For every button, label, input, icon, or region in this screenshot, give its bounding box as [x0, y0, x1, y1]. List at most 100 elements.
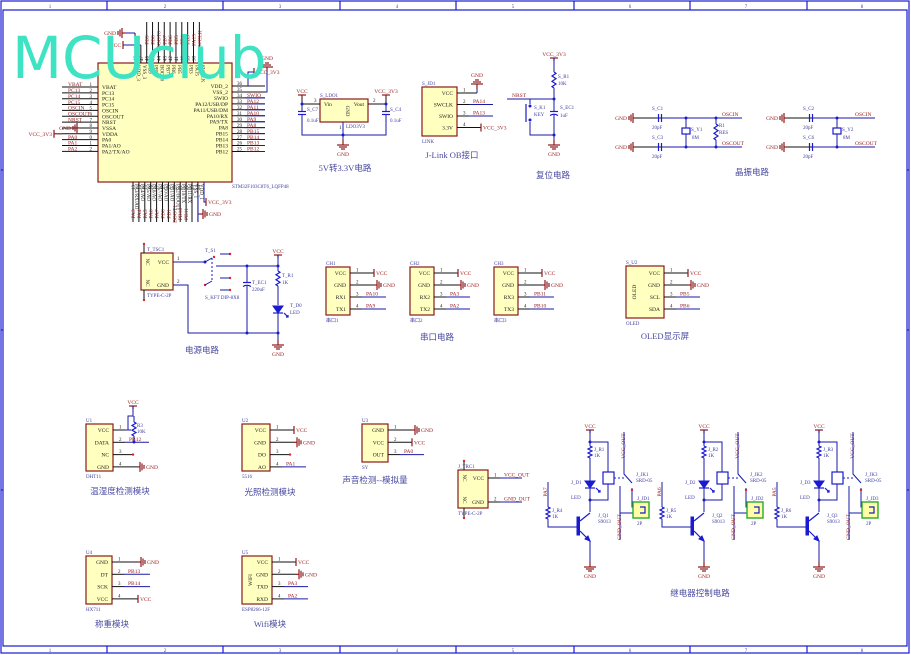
net-label: GND_OUT [617, 513, 623, 540]
net-label: GND [383, 283, 395, 289]
net-label: VCC_3V3 [208, 200, 232, 206]
wire [623, 432, 633, 484]
section-title: 温湿度检测模块 [90, 486, 150, 496]
net-label: VCC_3V3 [28, 132, 52, 138]
ldo-body [319, 98, 369, 123]
net-label: VCC [140, 597, 152, 603]
net-label: GND_OUT [731, 513, 737, 540]
wire [130, 421, 138, 437]
pin-name: Vout [354, 102, 365, 108]
component-body [241, 423, 271, 472]
part-name: LINK [422, 140, 434, 145]
pin-name: VDD_3 [135, 65, 140, 81]
pin-number: 1 [670, 269, 673, 274]
pin-number: 3 [276, 450, 279, 455]
pin-name: OUT [373, 453, 385, 459]
pin-number: 40 [181, 56, 186, 62]
net-label: PA4 [137, 209, 143, 219]
pin-name: PB0/AO [163, 184, 168, 202]
junction-dot [245, 264, 249, 268]
capacitor-ref: S_C3 [652, 136, 664, 141]
resistor-value: 1K [781, 515, 788, 520]
junction-dot [714, 116, 718, 120]
pin-number: 26 [237, 142, 243, 147]
pin-number: 2 [276, 438, 279, 443]
nc-marker [859, 488, 863, 492]
pin-number: 2 [278, 570, 281, 575]
pin-name: AO [258, 465, 266, 471]
pin-number: 3 [670, 293, 673, 298]
pin-name: RX3 [504, 295, 515, 301]
key-value: KEY [534, 113, 545, 118]
jlink-module: S_JD1LINK1VCCGND2SWCLKPA143SWIOPA1343.3V… [421, 73, 507, 160]
net-label: GND [615, 116, 627, 122]
wire [127, 406, 134, 430]
pin-number: 2 [177, 280, 180, 285]
led-value: LED [685, 496, 695, 501]
wire [286, 315, 289, 318]
wire [544, 506, 552, 520]
terminal-connector-icon [746, 501, 764, 519]
junction-dot [300, 102, 304, 106]
pin-name: 3.3V [442, 126, 453, 132]
inner-label: OLED [632, 285, 638, 300]
column-number-top: 1 [49, 5, 52, 10]
net-label: PB12 [247, 147, 259, 153]
relay-channel-2: VCCJ_R21KJ_D2LEDGNDJ_Q2S9013PA6J_R51KVCC… [657, 424, 767, 580]
pin-number: 31 [237, 112, 243, 117]
pin-name: SWCLK [199, 65, 204, 83]
resistor-value: 10K [137, 430, 146, 435]
pin-name: PA7/AO [157, 184, 162, 201]
mcu-pin: VDD_348 [134, 33, 140, 81]
net-label: PA0 [404, 449, 414, 455]
component-body [493, 266, 519, 316]
pin-name: PB12 [216, 149, 228, 155]
pin-name: GND [418, 283, 430, 289]
pin-number: 2 [356, 281, 359, 286]
pin-number: 32 [237, 106, 243, 111]
wire [700, 445, 708, 459]
ref-designator: U1 [86, 419, 93, 424]
mcu-pin: VSS_347 [140, 45, 146, 80]
pin-number: 18 [162, 185, 167, 191]
net-label: PB14 [128, 581, 140, 587]
capacitor-icon [808, 143, 814, 151]
capacitor-value: 20pF [652, 155, 663, 160]
pin-name: VCC [503, 271, 515, 277]
nc-marker [462, 516, 466, 520]
pin-number: 21 [179, 185, 184, 191]
net-label: GND [421, 428, 433, 434]
pin-number: 29 [237, 124, 243, 129]
led-value: LED [571, 496, 581, 501]
ref-designator: U4 [86, 551, 93, 556]
net-label: PA5 [143, 209, 149, 219]
pin-do: 3DO [258, 450, 292, 459]
power-bar-icon: VCC_3V3 [480, 123, 507, 132]
wire [598, 490, 601, 493]
resistor-icon [130, 421, 138, 437]
part-name: HX711 [86, 608, 101, 613]
ground-icon: GND [200, 209, 221, 219]
relay-ref: J_JK3 [865, 473, 878, 478]
pin-number: 25 [237, 148, 243, 153]
